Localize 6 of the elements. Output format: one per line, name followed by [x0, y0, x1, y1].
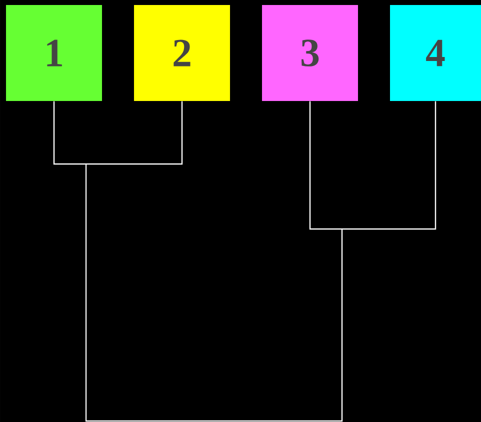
number-box: 1 [6, 5, 102, 101]
number-box: 3 [262, 5, 358, 101]
number-box: 4 [390, 5, 481, 101]
dendrogram-link [309, 101, 436, 230]
dendrogram-link [53, 101, 183, 165]
number-box: 2 [134, 5, 230, 101]
